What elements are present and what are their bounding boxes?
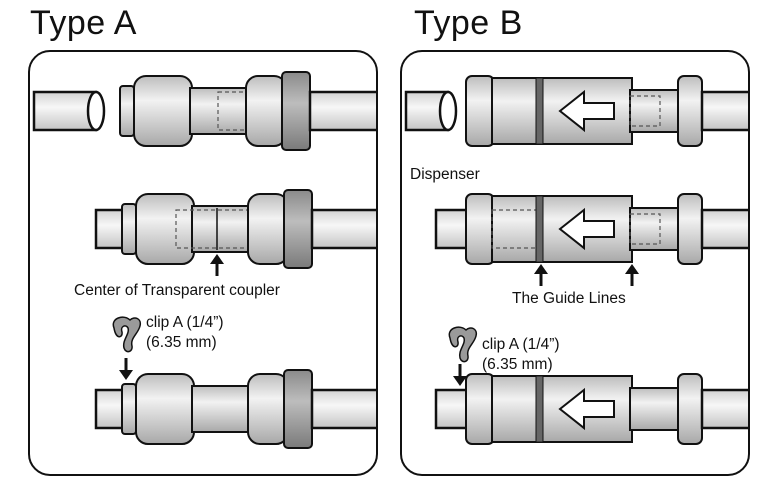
clip-arrow-head xyxy=(119,370,133,380)
neck xyxy=(629,387,681,431)
body-end-right xyxy=(677,193,703,265)
body-end-left xyxy=(465,373,495,445)
flow-arrow xyxy=(558,387,615,431)
type-b-diagram xyxy=(404,75,748,445)
row1-assembly xyxy=(32,71,376,151)
clip-arrow-head xyxy=(453,376,467,386)
tube-left xyxy=(32,90,98,132)
inner-tube-dashed xyxy=(217,91,255,131)
tube-right xyxy=(700,388,748,430)
body-end-right xyxy=(677,75,703,147)
fitting-body-right xyxy=(245,75,287,147)
guide-band xyxy=(535,77,544,145)
fitting-body-left xyxy=(135,193,195,265)
type-b-title: Type B xyxy=(414,4,523,42)
body-end-right xyxy=(677,373,703,445)
inner-tube-dashed-right xyxy=(629,213,661,245)
tube-right xyxy=(700,90,748,132)
fitting-mid xyxy=(189,87,249,135)
fitting-cap xyxy=(283,369,313,449)
body-end-left xyxy=(465,193,495,265)
row3-assembly xyxy=(434,326,748,445)
tube-right xyxy=(700,208,748,250)
fitting-mid xyxy=(191,385,251,433)
guide-band xyxy=(535,375,544,443)
fitting-cap xyxy=(281,71,311,151)
tube-right xyxy=(310,208,376,250)
flow-arrow xyxy=(558,89,615,133)
tube-end xyxy=(438,90,458,132)
collet-ring xyxy=(121,203,137,255)
tube-left xyxy=(434,208,470,250)
fitting-body-right xyxy=(247,193,289,265)
collet-ring xyxy=(121,383,137,435)
body-end-left xyxy=(465,75,495,147)
tube-right xyxy=(308,90,376,132)
inner-tube-dashed xyxy=(629,95,661,127)
dispenser-label: Dispenser xyxy=(410,166,480,183)
type-b-panel: Dispenser The Guide Lines clip A (1/4”) … xyxy=(400,50,750,476)
tube-end xyxy=(86,90,106,132)
fitting-body-right xyxy=(247,373,289,445)
row3-assembly xyxy=(94,316,376,449)
center-label: Center of Transparent coupler xyxy=(74,282,280,299)
tube-left xyxy=(434,388,470,430)
inner-tube-dashed xyxy=(175,209,283,249)
neck xyxy=(629,207,681,251)
guide-arrow-right-head xyxy=(625,264,639,274)
clip-label-line1: clip A (1/4”) xyxy=(146,314,224,331)
collet-ring xyxy=(119,85,135,137)
fitting-body-left xyxy=(133,75,193,147)
fitting-cap xyxy=(283,189,313,269)
fitting-mid xyxy=(191,205,251,253)
clip-icon xyxy=(112,316,142,353)
flow-arrow xyxy=(558,207,615,251)
row1-assembly xyxy=(404,75,748,147)
row2-assembly xyxy=(94,189,376,276)
guide-arrow-left-head xyxy=(534,264,548,274)
clip-icon xyxy=(448,326,478,363)
center-arrow-head xyxy=(210,254,224,264)
clip-label-line2: (6.35 mm) xyxy=(146,334,217,351)
tube-right xyxy=(310,388,376,430)
fitting-body-left xyxy=(135,373,195,445)
clip-label-line1: clip A (1/4”) xyxy=(482,336,560,353)
type-a-title: Type A xyxy=(30,4,137,42)
clip-label-line2: (6.35 mm) xyxy=(482,356,553,373)
row2-assembly xyxy=(434,193,748,286)
guide-band xyxy=(535,195,544,263)
neck xyxy=(629,89,681,133)
type-a-panel: Center of Transparent coupler clip A (1/… xyxy=(28,50,378,476)
guide-lines-label: The Guide Lines xyxy=(512,290,626,307)
type-a-diagram xyxy=(32,71,376,449)
